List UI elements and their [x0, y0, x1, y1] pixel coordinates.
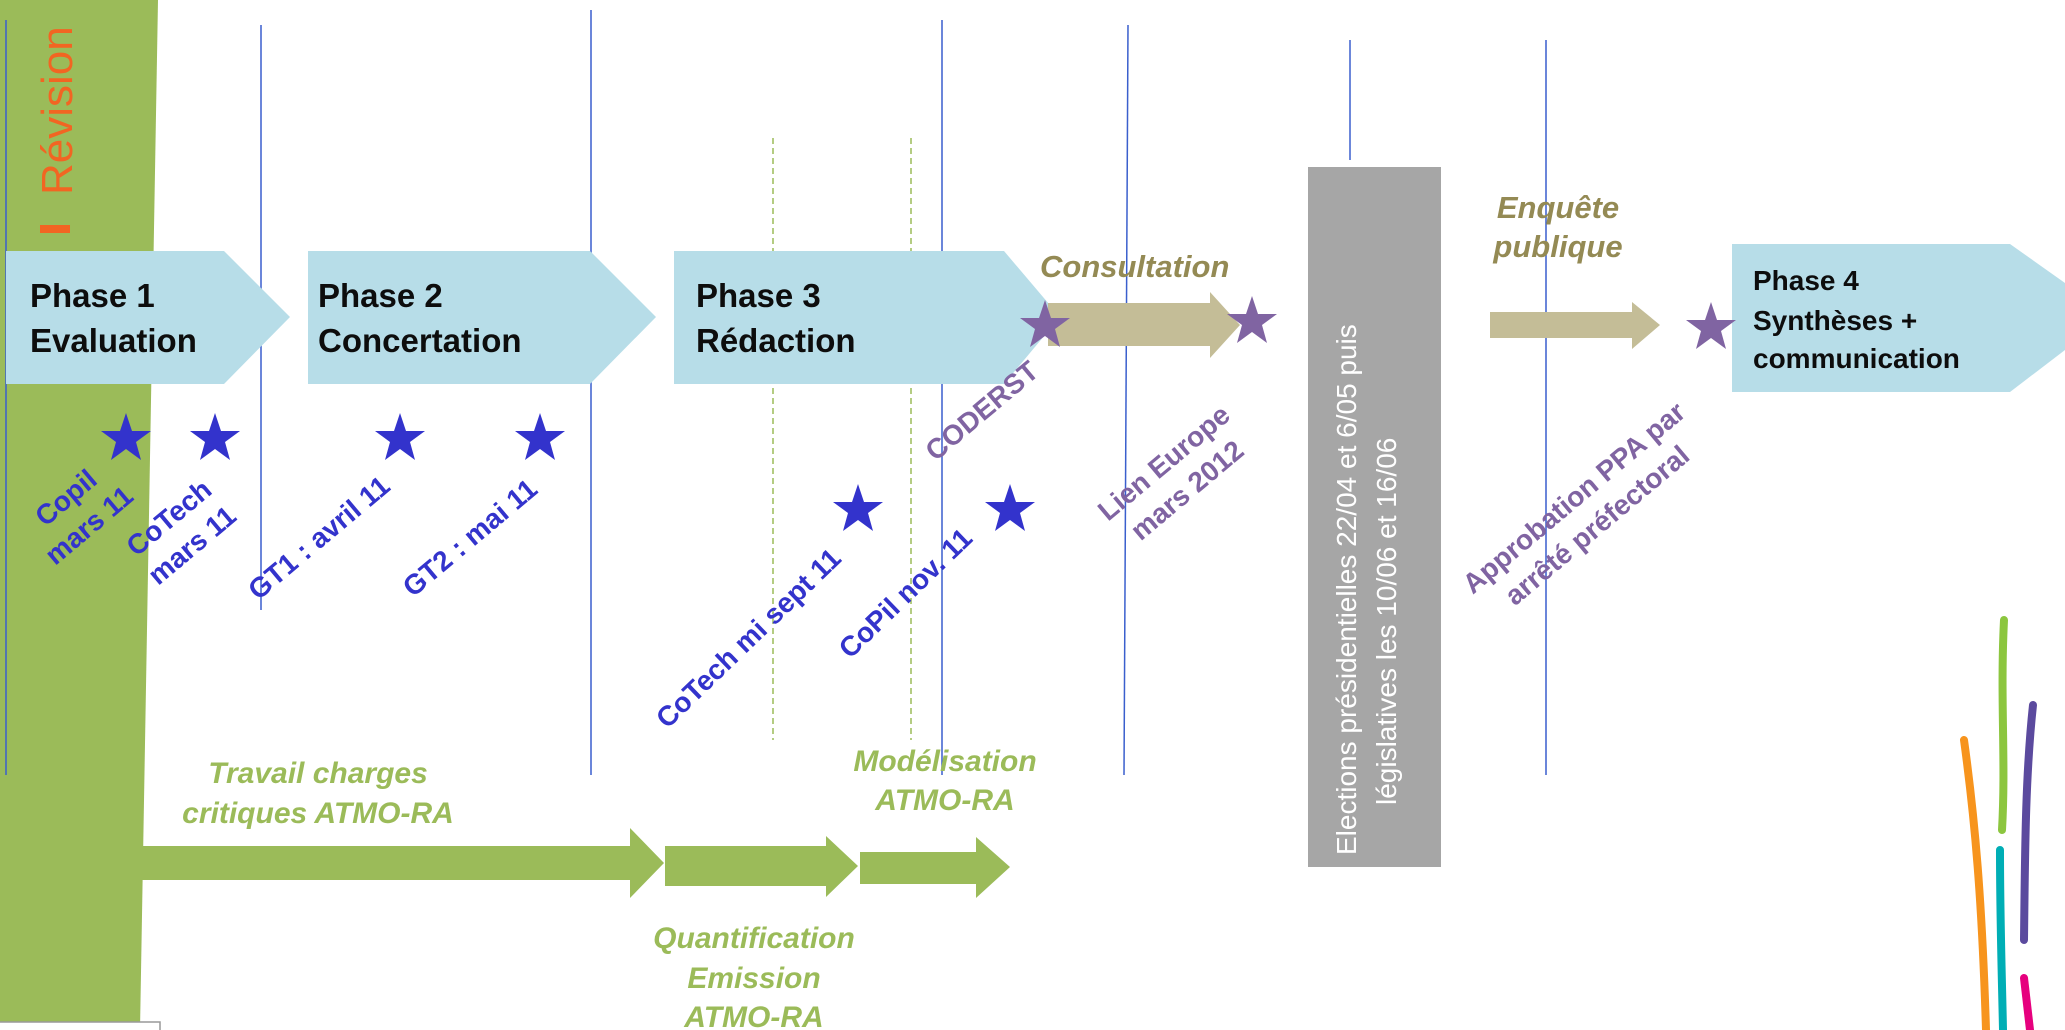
milestone-approbation: Approbation PPA pararrêté préfectoral	[1457, 396, 1715, 627]
star-icon	[190, 413, 240, 460]
enquete-arrow	[1490, 302, 1660, 349]
star-icon	[515, 413, 565, 460]
elections-label: Elections présidentielles 22/04 et 6/05 …	[1331, 324, 1402, 855]
star-icon	[1227, 296, 1277, 343]
phase-3-arrow	[674, 251, 1060, 384]
consultation-arrow	[1048, 292, 1240, 358]
star-icon	[985, 484, 1035, 531]
star-icon	[833, 484, 883, 531]
green-arrow-2	[665, 836, 858, 897]
green-arrow-1	[8, 828, 664, 898]
corner-box	[0, 1021, 161, 1030]
dashed-lines	[772, 138, 912, 740]
section-title-bullet	[40, 225, 70, 233]
phase-2-arrow	[308, 251, 656, 384]
decorative-logo-strokes	[1960, 616, 2037, 1030]
purple-stars	[1020, 296, 1736, 349]
milestone-cotech-sept: CoTech mi sept 11	[650, 542, 847, 734]
phase-4-arrow	[1732, 244, 2065, 392]
star-icon	[1020, 300, 1070, 347]
elections-box	[1308, 167, 1441, 867]
star-icon	[1686, 302, 1736, 349]
milestone-copil-nov: CoPil nov. 11	[833, 522, 978, 664]
milestone-gt1: GT1 : avril 11	[242, 470, 395, 606]
milestone-lien-europe: Lien Europemars 2012	[1092, 399, 1259, 554]
phase-1-arrow	[6, 251, 290, 384]
green-arrow-3	[860, 837, 1010, 898]
blue-stars	[101, 413, 1035, 531]
consultation-label: Consultation	[1040, 249, 1229, 284]
star-icon	[375, 413, 425, 460]
section-title: Révision	[33, 26, 82, 195]
star-icon	[101, 413, 151, 460]
milestone-gt2: GT2 : mai 11	[397, 473, 543, 603]
